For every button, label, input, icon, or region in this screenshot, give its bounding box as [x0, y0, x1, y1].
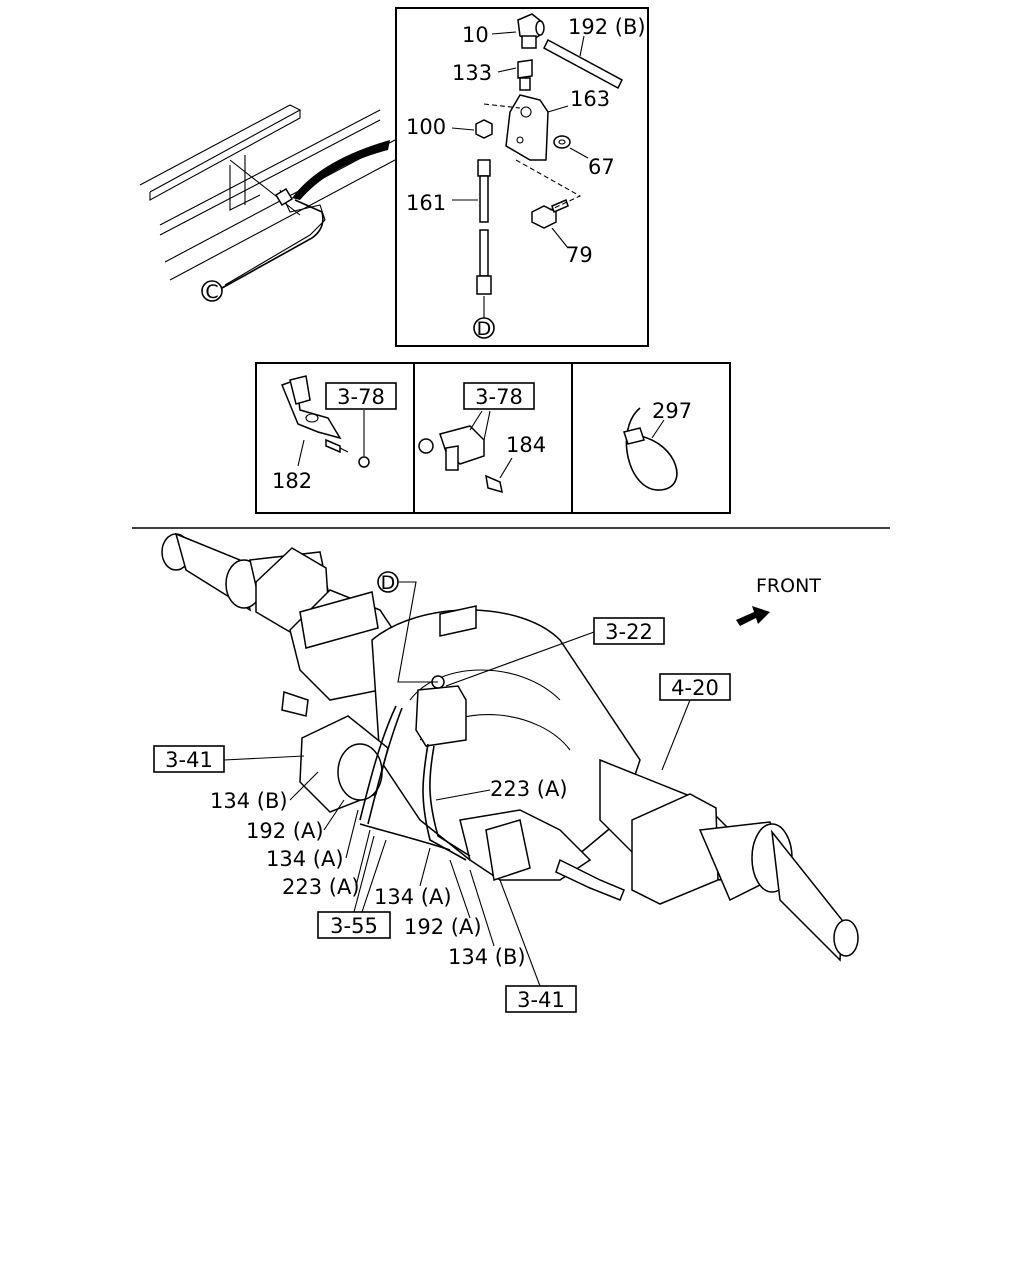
- label-67: 67: [588, 155, 615, 179]
- clip-182: [281, 375, 370, 468]
- top-detail-box: [395, 7, 649, 347]
- ref-box-4-20: 4-20: [659, 673, 731, 701]
- chassis-frame-sketch: [139, 104, 396, 289]
- svg-text:FRONT: FRONT: [756, 575, 821, 597]
- connector-d-main: D: [377, 571, 438, 683]
- label-161: 161: [406, 191, 446, 215]
- label-100: 100: [406, 115, 446, 139]
- label-134b-left: 134 (B): [210, 789, 288, 813]
- label-184: 184: [506, 433, 546, 457]
- ref-box-3-41-left: 3-41: [153, 745, 225, 773]
- connector-d-top: D: [473, 296, 495, 340]
- hose-161: [476, 159, 492, 295]
- label-223a-right: 223 (A): [490, 777, 568, 801]
- ref-box-3-22: 3-22: [593, 617, 665, 645]
- svg-text:C: C: [205, 281, 218, 303]
- ref-box-3-78-left: 3-78: [325, 382, 397, 410]
- front-arrow: FRONT: [736, 575, 821, 626]
- label-192a-mid: 192 (A): [404, 915, 482, 939]
- svg-text:4-20: 4-20: [671, 676, 719, 700]
- cable-tie-297: [623, 407, 678, 491]
- svg-text:3-41: 3-41: [517, 988, 565, 1012]
- label-133: 133: [452, 61, 492, 85]
- washer-67: [553, 135, 571, 149]
- detail-strip: [255, 362, 731, 514]
- label-192a-left: 192 (A): [246, 819, 324, 843]
- svg-text:D: D: [477, 318, 492, 340]
- clamp-184: [418, 425, 503, 494]
- connector-c: C: [201, 280, 223, 303]
- label-134a-mid: 134 (A): [374, 885, 452, 909]
- label-192b: 192 (B): [568, 15, 646, 39]
- svg-text:3-78: 3-78: [337, 385, 385, 409]
- label-223a-left: 223 (A): [282, 875, 360, 899]
- elbow-fitting: [517, 13, 545, 49]
- ref-box-3-78-middle: 3-78: [463, 382, 535, 410]
- ref-box-3-55: 3-55: [317, 911, 391, 939]
- svg-text:3-22: 3-22: [605, 620, 653, 644]
- svg-text:3-55: 3-55: [330, 914, 378, 938]
- nut-100: [475, 119, 493, 139]
- label-79: 79: [566, 243, 593, 267]
- svg-text:3-41: 3-41: [165, 748, 213, 772]
- tube-192b: [543, 38, 623, 90]
- label-163: 163: [570, 87, 610, 111]
- label-10: 10: [462, 23, 489, 47]
- label-182: 182: [272, 469, 312, 493]
- svg-text:D: D: [381, 572, 396, 594]
- bracket-163: [505, 94, 549, 161]
- ref-box-3-41-bottom: 3-41: [505, 985, 577, 1013]
- rear-axle-assembly: [161, 532, 859, 962]
- label-134b-bottom: 134 (B): [448, 945, 526, 969]
- label-134a-left: 134 (A): [266, 847, 344, 871]
- label-297: 297: [652, 399, 692, 423]
- svg-text:3-78: 3-78: [475, 385, 523, 409]
- adapter-fitting: [517, 59, 533, 91]
